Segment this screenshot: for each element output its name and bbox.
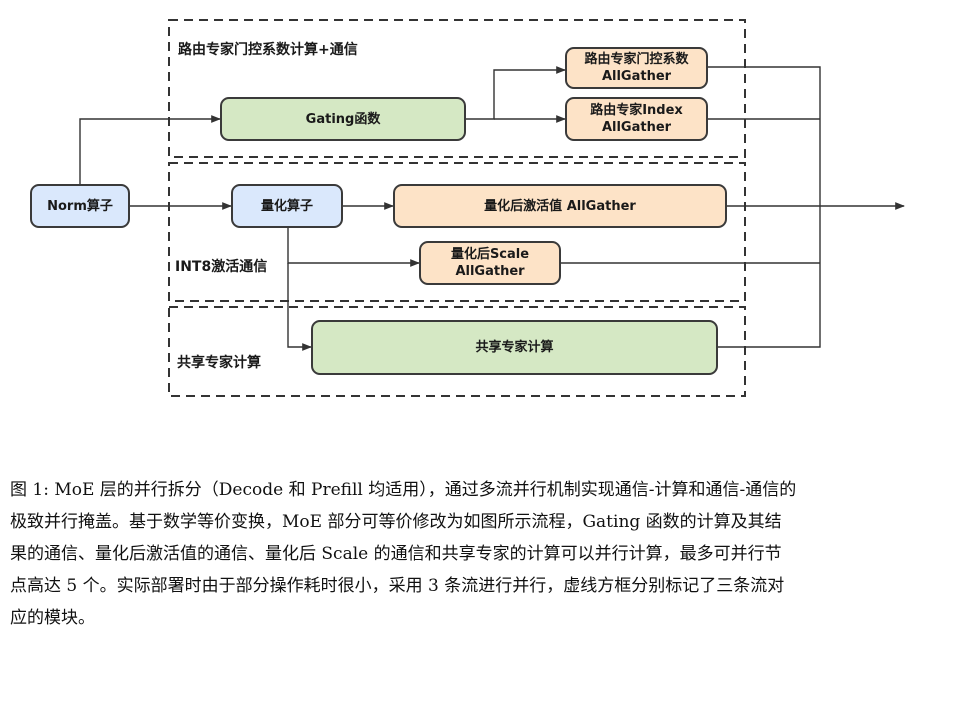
figure-caption: 图 1: MoE 层的并行拆分（Decode 和 Prefill 均适用），通过… xyxy=(10,474,962,634)
gating-function-label: Gating函数 xyxy=(305,111,381,127)
caption-line: 应的模块。 xyxy=(10,608,95,628)
caption-line: 图 1: MoE 层的并行拆分（Decode 和 Prefill 均适用），通过… xyxy=(10,480,797,500)
shared-expert-label: 共享专家计算 xyxy=(475,340,554,355)
norm-operator-label: Norm算子 xyxy=(47,198,113,214)
edge-coeff-out xyxy=(708,66,821,206)
coeff-allgather-line1: 路由专家门控系数 xyxy=(584,52,689,67)
edge-gating-to-coeff xyxy=(466,66,566,120)
index-allgather-line1: 路由专家Index xyxy=(590,103,683,118)
index-allgather-line2: AllGather xyxy=(601,120,672,135)
edge-quant-to-scale xyxy=(287,228,420,267)
scale-allgather-line2: AllGather xyxy=(455,264,525,279)
activation-allgather-node: 量化后激活值 AllGather xyxy=(393,184,727,228)
gating-stream-box xyxy=(168,19,746,158)
quant-operator-node: 量化算子 xyxy=(231,184,343,228)
scale-allgather-node: 量化后Scale AllGather xyxy=(419,241,561,285)
int8-stream-box xyxy=(168,162,746,302)
quant-operator-label: 量化算子 xyxy=(260,198,313,214)
gating-function-node: Gating函数 xyxy=(220,97,466,141)
coeff-allgather-line2: AllGather xyxy=(601,69,672,84)
caption-line: 极致并行掩盖。基于数学等价变换，MoE 部分可等价修改为如图所示流程，Gatin… xyxy=(10,512,782,532)
edge-shared-out xyxy=(718,206,821,348)
gating-stream-label: 路由专家门控系数计算+通信 xyxy=(178,42,358,58)
scale-allgather-line1: 量化后Scale xyxy=(450,247,530,262)
index-allgather-node: 路由专家Index AllGather xyxy=(565,97,708,141)
norm-operator-node: Norm算子 xyxy=(30,184,130,228)
shared-expert-node: 共享专家计算 xyxy=(311,320,718,375)
shared-stream-label: 共享专家计算 xyxy=(177,355,261,371)
activation-allgather-label: 量化后激活值 AllGather xyxy=(484,198,636,214)
coeff-allgather-node: 路由专家门控系数 AllGather xyxy=(565,47,708,89)
caption-line: 点高达 5 个。实际部署时由于部分操作耗时很小，采用 3 条流进行并行，虚线方框… xyxy=(10,576,785,596)
edge-norm-to-gating xyxy=(79,115,221,184)
int8-stream-label: INT8激活通信 xyxy=(175,259,268,275)
caption-line: 果的通信、量化后激活值的通信、量化后 Scale 的通信和共享专家的计算可以并行… xyxy=(10,544,782,564)
edge-quant-to-shared xyxy=(287,263,312,351)
moe-parallel-diagram xyxy=(79,19,905,397)
shared-stream-box xyxy=(168,306,746,397)
